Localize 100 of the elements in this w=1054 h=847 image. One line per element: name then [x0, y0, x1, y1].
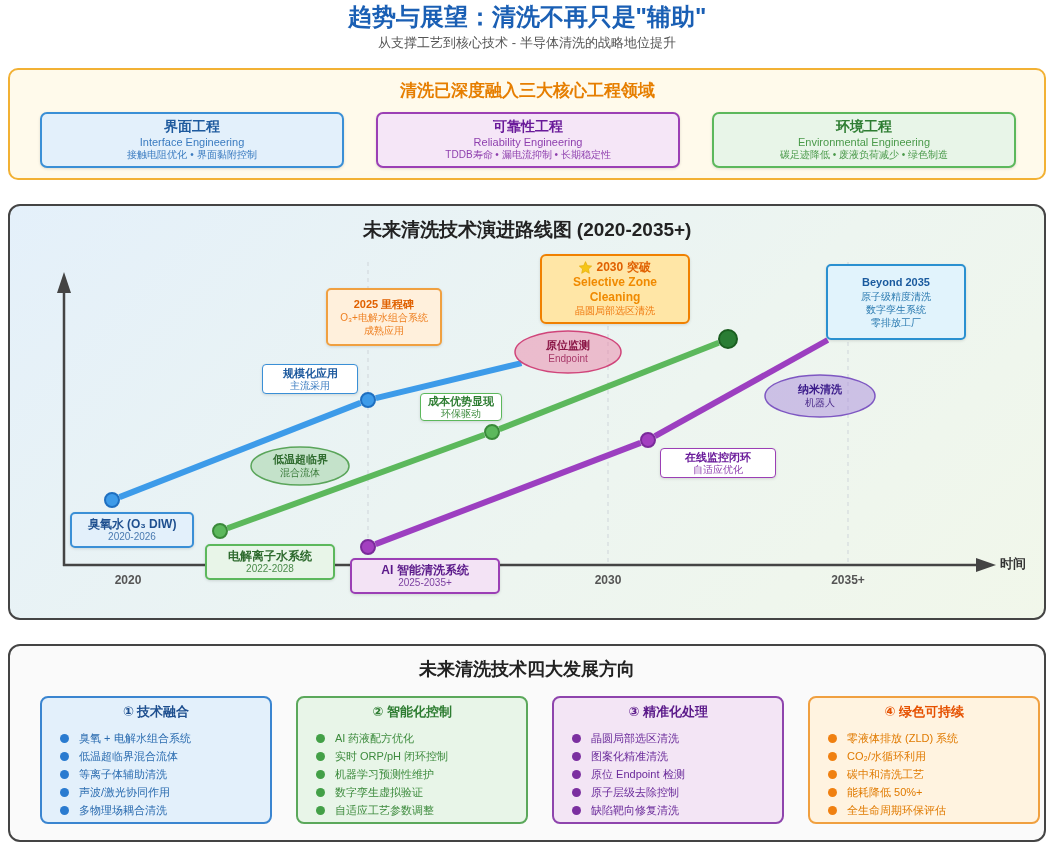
card-detail: 碳足迹降低 • 废液负荷减少 • 绿色制造	[779, 149, 949, 162]
milestone-title: 成本优势显现	[428, 394, 494, 408]
milestone-detail: O₃+电解水组合系统	[340, 311, 428, 325]
list-item: 原位 Endpoint 检测	[591, 766, 685, 782]
milestone-card	[326, 288, 442, 346]
milestone-card	[262, 364, 358, 394]
list-item: 多物理场耦合清洗	[79, 802, 167, 818]
list-item: 等离子体辅助清洗	[79, 766, 167, 782]
list-item: 晶圆局部选区清洗	[591, 730, 679, 746]
milestone-detail: 主流采用	[290, 379, 330, 392]
direction-card	[40, 696, 272, 824]
milestone-card	[826, 264, 966, 340]
timeline-dot	[640, 432, 656, 448]
card-heading: ① 技术融合	[122, 704, 190, 721]
milestone-title: 2025 里程碑	[353, 296, 415, 312]
timeline-dot	[104, 492, 120, 508]
card-subtitle: Interface Engineering	[139, 135, 245, 149]
page-title: 趋势与展望：清洗不再只是"辅助"	[347, 2, 707, 32]
list-item: 臭氧 + 电解水组合系统	[79, 730, 191, 746]
list-item: 缺陷靶向修复清洗	[591, 802, 679, 818]
list-item: 全生命周期环保评估	[847, 802, 946, 818]
card-detail: TDDB寿命 • 漏电流抑制 • 长期稳定性	[445, 149, 611, 162]
technology-name: 臭氧水 (O₃ DIW)	[87, 516, 177, 532]
card-heading: ④ 绿色可持续	[884, 704, 964, 721]
technology-name: AI 智能清洗系统	[381, 562, 469, 578]
list-item: 实时 ORP/pH 闭环控制	[335, 748, 449, 764]
year-range: 2022-2028	[246, 563, 294, 576]
milestone-title: Beyond 2035	[862, 275, 930, 290]
section-panel	[8, 68, 1046, 180]
direction-card	[808, 696, 1040, 824]
page-subtitle: 从支撑工艺到核心技术 - 半导体清洗的战略地位提升	[378, 35, 676, 52]
timeline-line	[375, 360, 523, 401]
milestone-detail: 环保驱动	[441, 407, 481, 420]
milestone-detail: 零排放工厂	[871, 315, 921, 329]
field-card	[712, 112, 1016, 168]
milestone-ellipse	[250, 446, 350, 486]
milestone-title: 在线监控闭环	[685, 450, 751, 464]
card-detail: 接触电阻优化 • 界面黏附控制	[127, 149, 257, 162]
milestone-detail: 晶圆局部选区清洗	[575, 305, 655, 318]
milestone-card	[420, 393, 502, 421]
technology-card	[70, 512, 194, 548]
card-subtitle: Reliability Engineering	[473, 135, 583, 149]
timeline-dot	[718, 329, 738, 349]
timeline-dot	[360, 539, 376, 555]
milestone-detail: 混合流体	[280, 466, 320, 479]
year-range: 2020-2026	[108, 531, 156, 544]
list-item: 声波/激光协同作用	[79, 784, 171, 800]
milestone-detail: Endpoint	[548, 352, 588, 365]
list-item: 自适应工艺参数调整	[335, 802, 434, 818]
timeline-line	[118, 400, 362, 500]
milestone-detail: 数字孪生系统	[866, 302, 926, 316]
section-heading: 未来清洗技术四大发展方向	[419, 658, 635, 681]
direction-card	[296, 696, 528, 824]
timeline-line	[374, 440, 642, 547]
technology-card	[350, 558, 500, 594]
list-item: 零液体排放 (ZLD) 系统	[847, 730, 959, 746]
axis-tick-label: 2035+	[831, 573, 865, 588]
milestone-detail: 成熟应用	[364, 324, 404, 338]
list-item: 能耗降低 50%+	[847, 784, 923, 800]
list-item: AI 药液配方优化	[335, 730, 415, 746]
year-range: 2025-2035+	[398, 577, 452, 590]
direction-card	[552, 696, 784, 824]
technology-name: 电解离子水系统	[228, 548, 312, 564]
timeline-dot	[212, 523, 228, 539]
field-card	[40, 112, 344, 168]
axis-tick-label: 2020	[114, 573, 142, 588]
field-card	[376, 112, 680, 168]
card-heading: ③ 精准化处理	[628, 704, 708, 721]
axis-title: 时间	[1000, 556, 1026, 573]
section-panel	[8, 644, 1046, 842]
milestone-title: 原位监测	[546, 339, 590, 353]
list-item: 图案化精准清洗	[591, 748, 668, 764]
section-heading: 未来清洗技术演进路线图 (2020-2035+)	[362, 218, 692, 242]
milestone-title: 低温超临界	[272, 453, 328, 467]
card-heading: 可靠性工程	[493, 118, 563, 136]
section-panel	[8, 204, 1046, 620]
technology-card	[205, 544, 335, 580]
timeline-line	[653, 337, 830, 439]
timeline-line	[226, 431, 486, 532]
milestone-title: 纳米清洗	[798, 383, 842, 397]
milestone-card	[660, 448, 776, 478]
timeline-dot	[360, 392, 376, 408]
milestone-detail: 自适应优化	[693, 463, 743, 476]
milestone-ellipse	[764, 374, 876, 418]
list-item: 机器学习预测性维护	[335, 766, 434, 782]
axis-tick-label: 2030	[594, 573, 622, 588]
timeline-line	[498, 339, 720, 432]
milestone-detail: 原子级精度清洗	[861, 289, 931, 303]
card-heading: ② 智能化控制	[372, 704, 452, 721]
list-item: 碳中和清洗工艺	[847, 766, 924, 782]
card-heading: 环境工程	[836, 118, 892, 136]
milestone-title: 2030 突破	[596, 260, 651, 276]
milestone-detail: 机器人	[805, 396, 835, 409]
list-item: 数字孪生虚拟验证	[335, 784, 423, 800]
card-subtitle: Environmental Engineering	[797, 135, 931, 149]
list-item: 低温超临界混合流体	[79, 748, 178, 764]
milestone-ellipse	[514, 330, 622, 374]
milestone-title: 规模化应用	[282, 366, 338, 379]
milestone-subtitle: Selective Zone Cleaning	[571, 275, 658, 305]
list-item: CO₂/水循环利用	[847, 748, 926, 764]
